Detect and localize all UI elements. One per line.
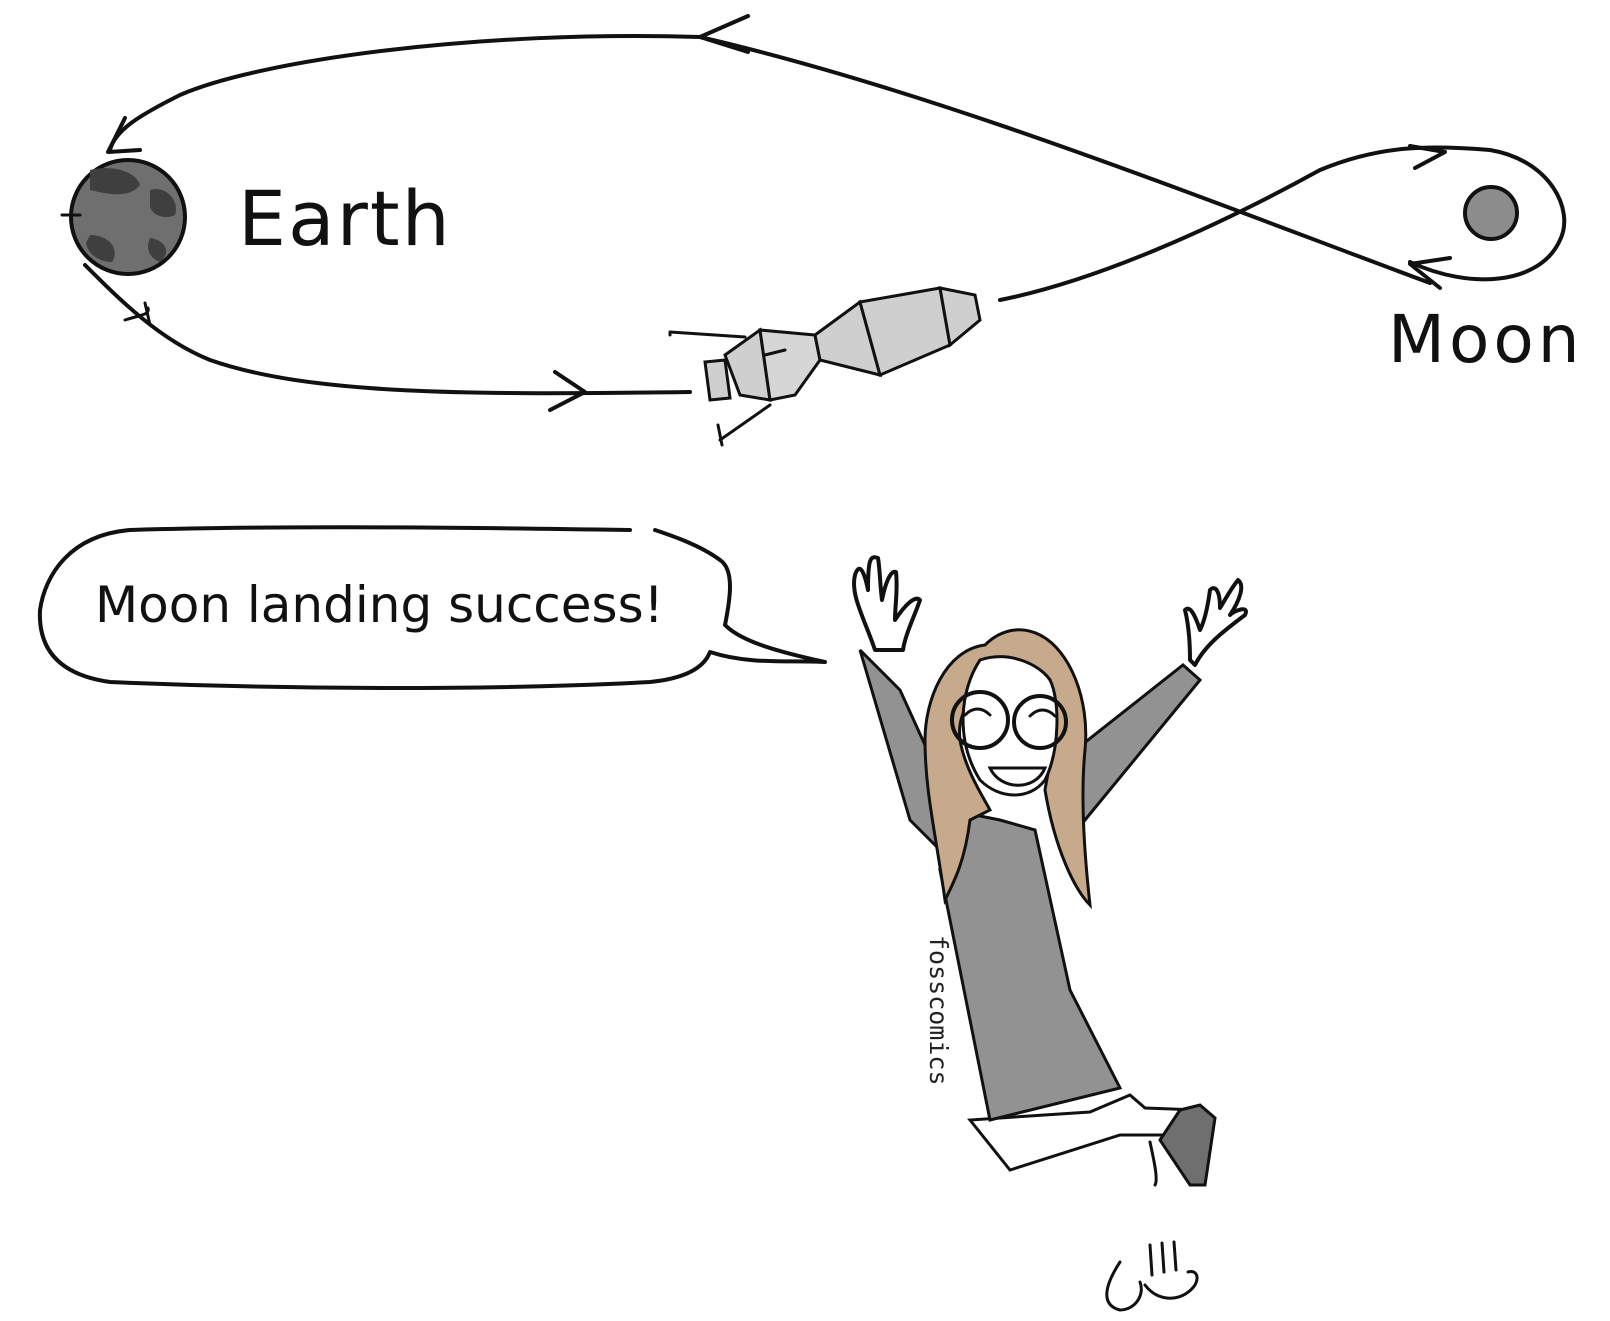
character-girl (852, 555, 1248, 1187)
speech-text: Moon landing success! (95, 576, 664, 634)
moon-icon (1463, 185, 1519, 241)
comic-signature: fosscomics (924, 935, 953, 1086)
orbit-arrowheads (106, 14, 1452, 412)
spacecraft-icon (668, 286, 982, 447)
jump-dust (1105, 1240, 1199, 1312)
speech-bubble (37, 525, 827, 690)
moon-label: Moon (1388, 301, 1584, 378)
earth-icon (60, 158, 187, 276)
earth-label: Earth (238, 174, 452, 263)
orbit-trajectory (83, 34, 1567, 396)
